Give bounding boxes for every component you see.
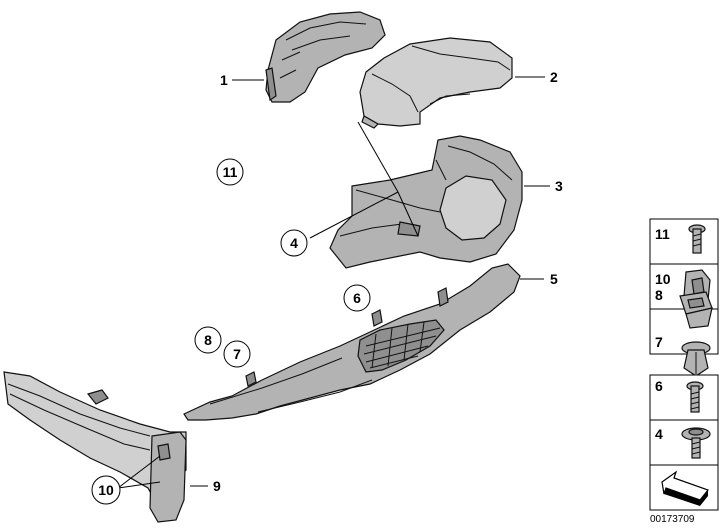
callout-5: 5	[550, 271, 558, 287]
flange-screw-icon	[681, 427, 711, 459]
part-9-side-trim	[3, 371, 187, 523]
legend-item-6	[649, 374, 719, 421]
screw-icon	[688, 224, 706, 254]
legend-item-4	[649, 419, 719, 466]
callout-4-circle	[280, 229, 308, 257]
callout-6-circle	[343, 284, 371, 312]
legend-num-6: 6	[655, 378, 663, 394]
callout-10-circle	[91, 475, 121, 505]
square-clip-icon	[679, 291, 713, 329]
expanding-rivet-icon	[681, 341, 711, 377]
callout-8: 8	[204, 332, 212, 348]
callout-3: 3	[555, 178, 563, 194]
part-5-lower-dash-trim	[183, 263, 521, 421]
callout-2: 2	[550, 69, 558, 85]
legend-num-8: 8	[655, 287, 663, 303]
callout-11: 11	[223, 164, 238, 180]
part-2-upper-trim	[359, 37, 513, 129]
leader-4a	[309, 191, 399, 239]
direction-arrow-icon	[661, 470, 709, 506]
part-1-upper-bracket	[265, 11, 386, 103]
diagram-code: 00173709	[650, 514, 695, 525]
callout-6: 6	[353, 290, 361, 306]
part-3-lower-trim	[329, 135, 523, 269]
callout-10: 10	[98, 482, 114, 498]
legend-num-11: 11	[655, 226, 670, 242]
legend-item-11	[649, 218, 719, 265]
leader-4b	[357, 121, 399, 193]
leader-4c	[397, 191, 419, 237]
legend-num-10: 10	[655, 271, 671, 287]
callout-1: 1	[220, 72, 228, 88]
callout-7: 7	[233, 346, 241, 362]
screw-icon-6	[686, 381, 704, 413]
leader-10a	[117, 455, 161, 489]
callout-4: 4	[290, 235, 298, 251]
callout-11-circle	[216, 158, 244, 186]
callout-9: 9	[213, 478, 221, 494]
leader-10b	[117, 481, 161, 489]
legend-num-4: 4	[655, 426, 663, 442]
legend-panel: 11 10 8 7 6	[649, 218, 719, 511]
callout-7-circle	[223, 340, 251, 368]
legend-num-7: 7	[655, 334, 663, 350]
callout-8-circle	[194, 326, 222, 354]
